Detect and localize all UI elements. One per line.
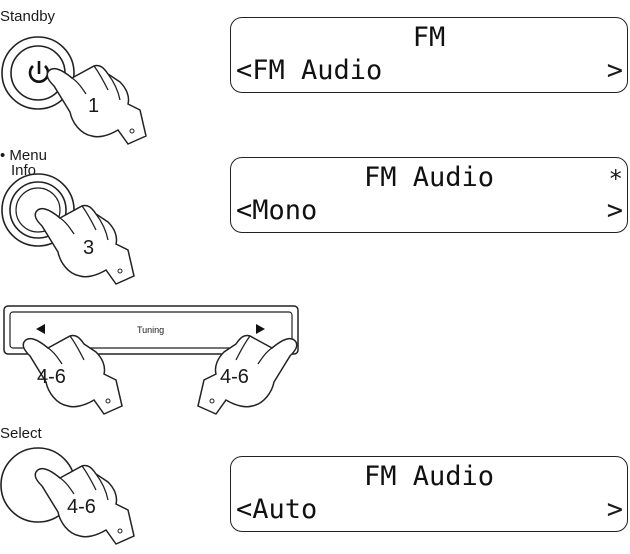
lcd-display-2: FM Audio * <Mono > [230, 157, 628, 233]
pointing-hand-icon [34, 464, 135, 545]
step-1-number: 1 [88, 95, 100, 117]
lcd-line-1: FM Audio [363, 461, 495, 492]
tuning-label: Tuning [137, 325, 165, 335]
menu-label: • Menu [0, 147, 47, 164]
power-icon [28, 61, 50, 83]
standby-label: Standby [0, 8, 56, 25]
lcd-right-arrow: > [606, 494, 623, 525]
lcd-line-1: FM Audio [363, 162, 495, 193]
lcd-selected-flag: * [608, 165, 623, 193]
step-4-6-left-number: 4-6 [37, 366, 66, 388]
lcd-right-arrow: > [606, 55, 623, 86]
lcd-line-2: <FM Audio [236, 55, 383, 86]
pointing-hand-icon [46, 64, 147, 145]
step-3-number: 3 [83, 237, 95, 259]
tuning-left-button[interactable] [35, 323, 47, 335]
step-4-6-right-number: 4-6 [220, 366, 249, 388]
lcd-line-2: <Auto [236, 494, 318, 525]
lcd-right-arrow: > [606, 195, 623, 226]
lcd-display-3: FM Audio <Auto > [230, 456, 628, 532]
lcd-line-2: <Mono [236, 195, 318, 226]
pointing-hand-icon [22, 334, 123, 415]
tuning-right-button[interactable] [254, 323, 266, 335]
pointing-hand-icon [197, 334, 298, 415]
step-4-6-select-number: 4-6 [67, 496, 96, 518]
lcd-line-1: FM [412, 22, 446, 53]
select-label: Select [0, 425, 42, 442]
pointing-hand-icon [34, 204, 135, 285]
lcd-display-1: FM <FM Audio > [230, 17, 628, 93]
